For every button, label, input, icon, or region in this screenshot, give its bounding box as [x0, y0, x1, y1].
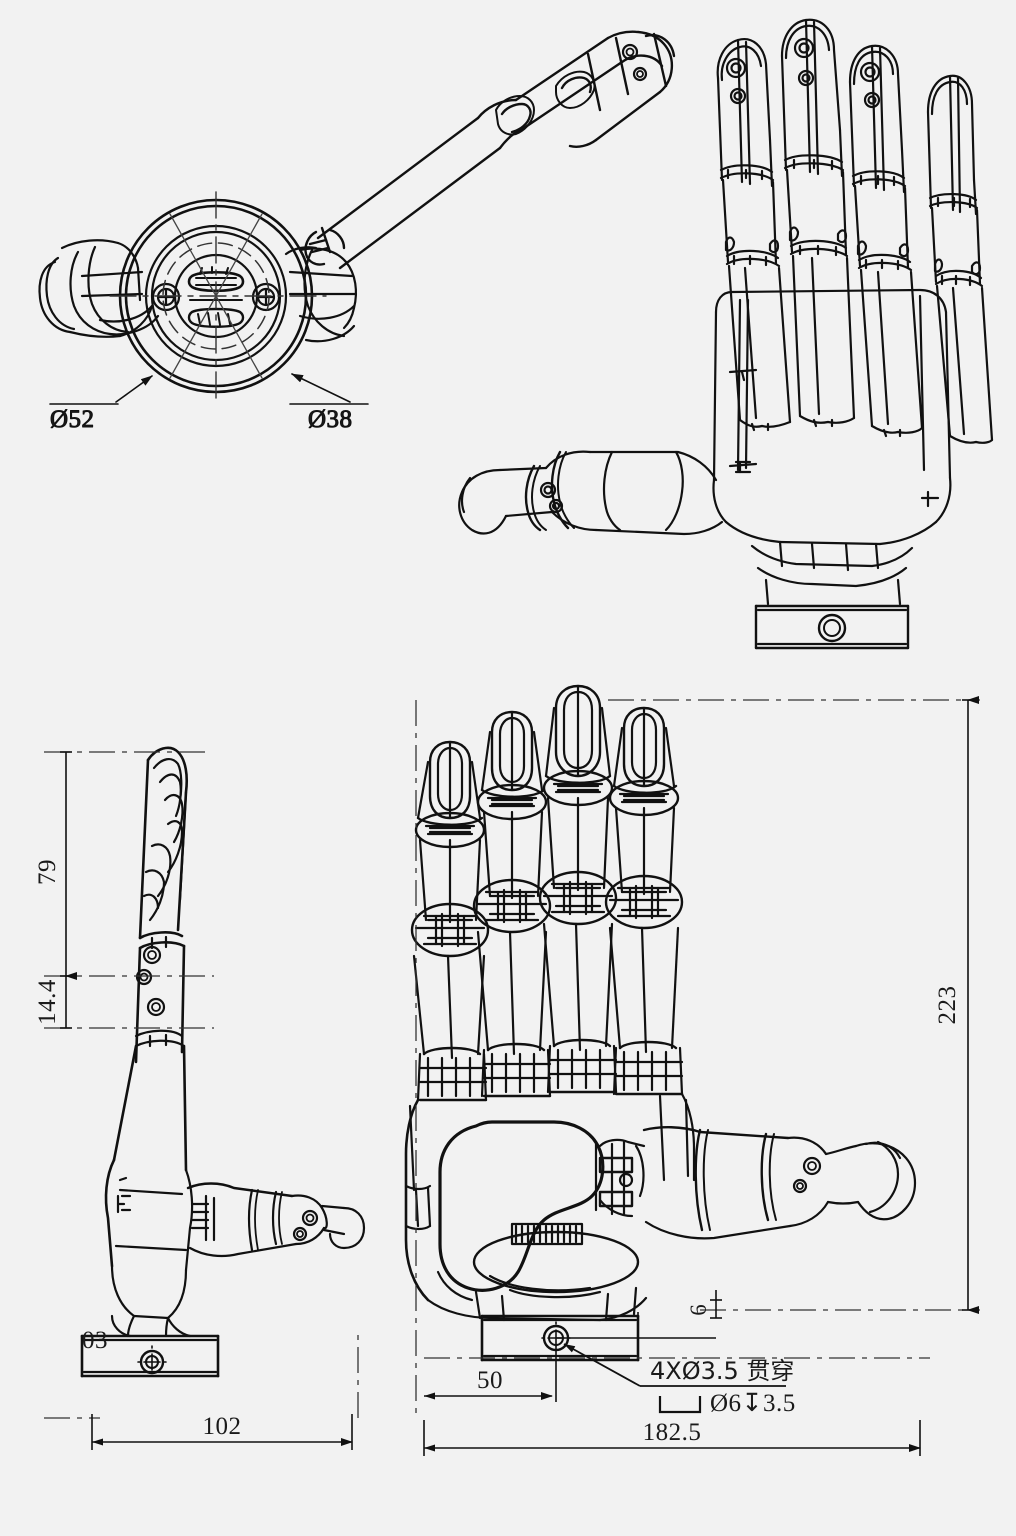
flange-dimension-leaders	[49, 373, 369, 405]
front-view-extension-lines	[415, 699, 980, 1420]
view-wrist-flange-end	[38, 30, 676, 405]
iso-finger-4	[926, 74, 994, 444]
flange-bolt-bosses	[151, 282, 281, 312]
view-hand-front	[404, 684, 917, 1362]
view-hand-isometric	[458, 18, 994, 650]
counterbore-symbol	[658, 1396, 702, 1414]
dimension-label-d52: Ø52	[50, 406, 95, 433]
iso-finger-2	[780, 18, 856, 428]
iso-wrist-base	[750, 540, 914, 650]
side-mount-base	[80, 1314, 220, 1378]
dimension-label-6: 6	[686, 1304, 711, 1316]
dimension-annotation-layer: 79 14.4 03 102 223	[34, 696, 980, 1456]
thumb-cylinder-assembly	[304, 30, 676, 270]
front-finger-2	[472, 710, 552, 1098]
callout-text-line1: 4XØ3.5 贯穿	[650, 1357, 794, 1385]
dimension-line-79	[60, 751, 77, 980]
front-finger-4	[604, 706, 684, 1096]
view-hand-side	[80, 746, 366, 1378]
dimension-label-50: 50	[477, 1367, 503, 1394]
dimension-label-clipped-103: 03	[82, 1327, 108, 1354]
dimension-label-102: 102	[203, 1413, 242, 1440]
side-palm-body	[104, 1158, 194, 1320]
dimension-line-14-4	[60, 975, 72, 1029]
iso-finger-3	[848, 44, 924, 438]
side-view-extension-lines	[44, 751, 359, 1419]
counterbore-callout-leader	[563, 1343, 786, 1387]
iso-thumb-assembly	[458, 450, 724, 536]
callout-text-line2: Ø6↧3.5	[710, 1390, 796, 1417]
side-thumb-assembly	[186, 1182, 366, 1258]
front-thumb-assembly	[594, 1126, 917, 1240]
dimension-line-102	[91, 1414, 353, 1450]
dimension-line-223	[962, 696, 979, 1314]
dimension-label-14-4: 14.4	[34, 979, 61, 1025]
dimension-label-d38: Ø38	[308, 406, 353, 433]
iso-finger-1	[716, 38, 792, 432]
dimension-line-182-5	[423, 1420, 921, 1456]
dimension-label-79: 79	[34, 859, 61, 885]
dimension-line-6	[556, 1290, 722, 1340]
dimension-label-223: 223	[934, 986, 961, 1025]
flange-radial-leaders	[169, 213, 263, 379]
dimension-label-182-5: 182.5	[643, 1419, 702, 1446]
dimension-line-50	[424, 1344, 557, 1402]
iso-palm-body	[712, 288, 952, 546]
side-fingers-stack	[112, 746, 189, 1182]
